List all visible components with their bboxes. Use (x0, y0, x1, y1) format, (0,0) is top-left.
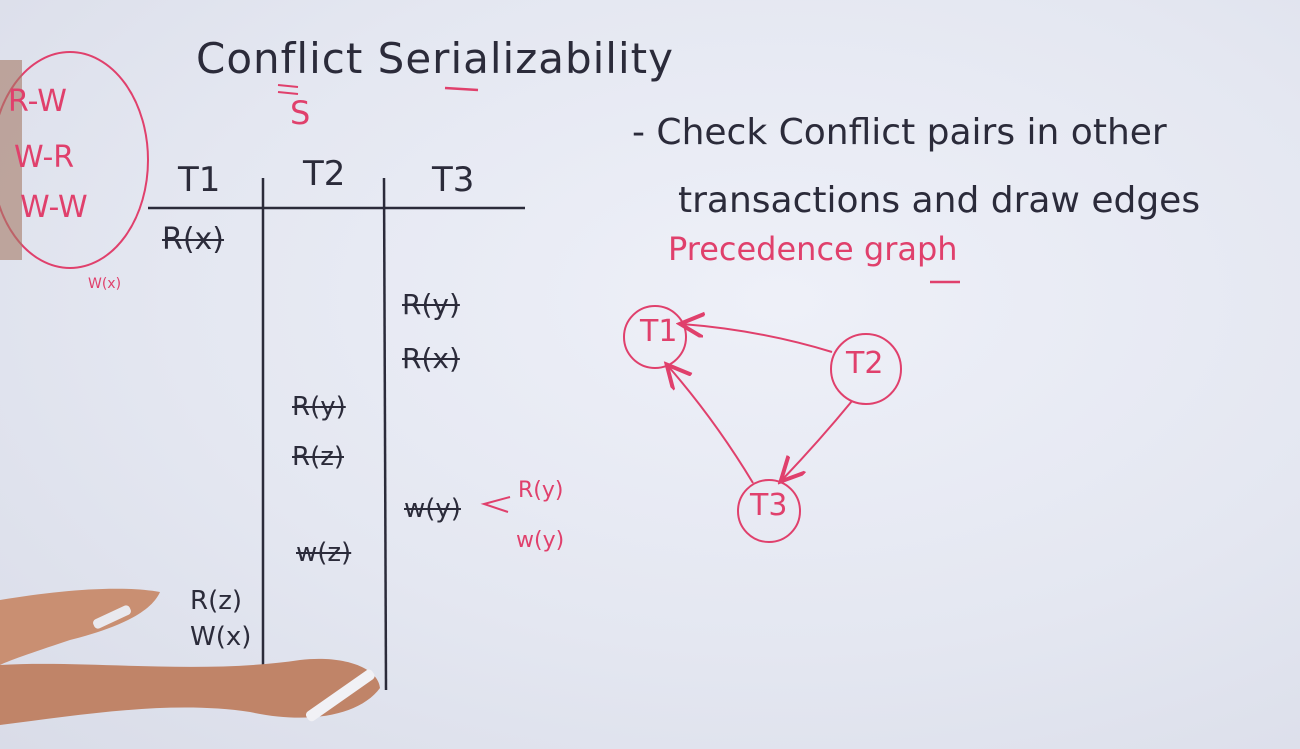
edge-t2-t3 (782, 400, 853, 480)
column-header-t2: T2 (303, 154, 346, 194)
conflict-type-ww: W-W (20, 190, 88, 225)
note-read-y: R(y) (518, 478, 564, 503)
title-f-mark-2 (277, 91, 299, 95)
edge-t3-t1 (668, 366, 754, 484)
edge-t2-t1 (682, 324, 833, 353)
title-underline (444, 86, 479, 92)
op-t2-read-y: R(y) (292, 392, 346, 422)
node-t2-label: T2 (846, 346, 884, 381)
conflict-types-circle (0, 51, 149, 269)
marker-pen-right (305, 669, 375, 722)
op-t2-read-z: R(z) (292, 442, 344, 472)
presenter-right-arm (0, 658, 380, 725)
conflict-type-wr: W-R (14, 140, 75, 175)
node-t1-label: T1 (640, 314, 678, 349)
column-header-t1: T1 (178, 160, 221, 200)
side-note: W(x) (88, 276, 122, 292)
op-t3-write-y: w(y) (404, 494, 461, 524)
op-t1-write-x: W(x) (190, 622, 252, 652)
presenter-shoulder (0, 60, 22, 260)
title-f-mark (277, 84, 299, 88)
marker-pen-left (93, 605, 131, 629)
step-line-1: - Check Conflict pairs in other (632, 112, 1167, 153)
op-t3-read-x: R(x) (402, 342, 460, 375)
node-t3-circle (737, 479, 801, 543)
table-divider-2 (382, 177, 388, 691)
op-t2-write-z: w(z) (296, 538, 352, 568)
op-t1-read-x: R(x) (162, 222, 225, 257)
precedence-graph-title: Precedence graph (668, 230, 958, 268)
op-t3-read-y: R(y) (402, 288, 460, 321)
step-line-2: transactions and draw edges (678, 180, 1201, 221)
presenter-left-hand (0, 588, 160, 665)
node-t2-circle (830, 333, 902, 405)
wy-conflict-arrow (480, 496, 511, 513)
note-write-y: w(y) (516, 528, 565, 553)
conflict-type-rw: R-W (8, 84, 67, 119)
node-t3-label: T3 (750, 488, 788, 523)
op-t1-read-z: R(z) (190, 586, 242, 616)
page-title: Conflict Serializability (196, 34, 674, 83)
title-mark: S (290, 94, 311, 132)
column-header-t3: T3 (432, 160, 475, 200)
